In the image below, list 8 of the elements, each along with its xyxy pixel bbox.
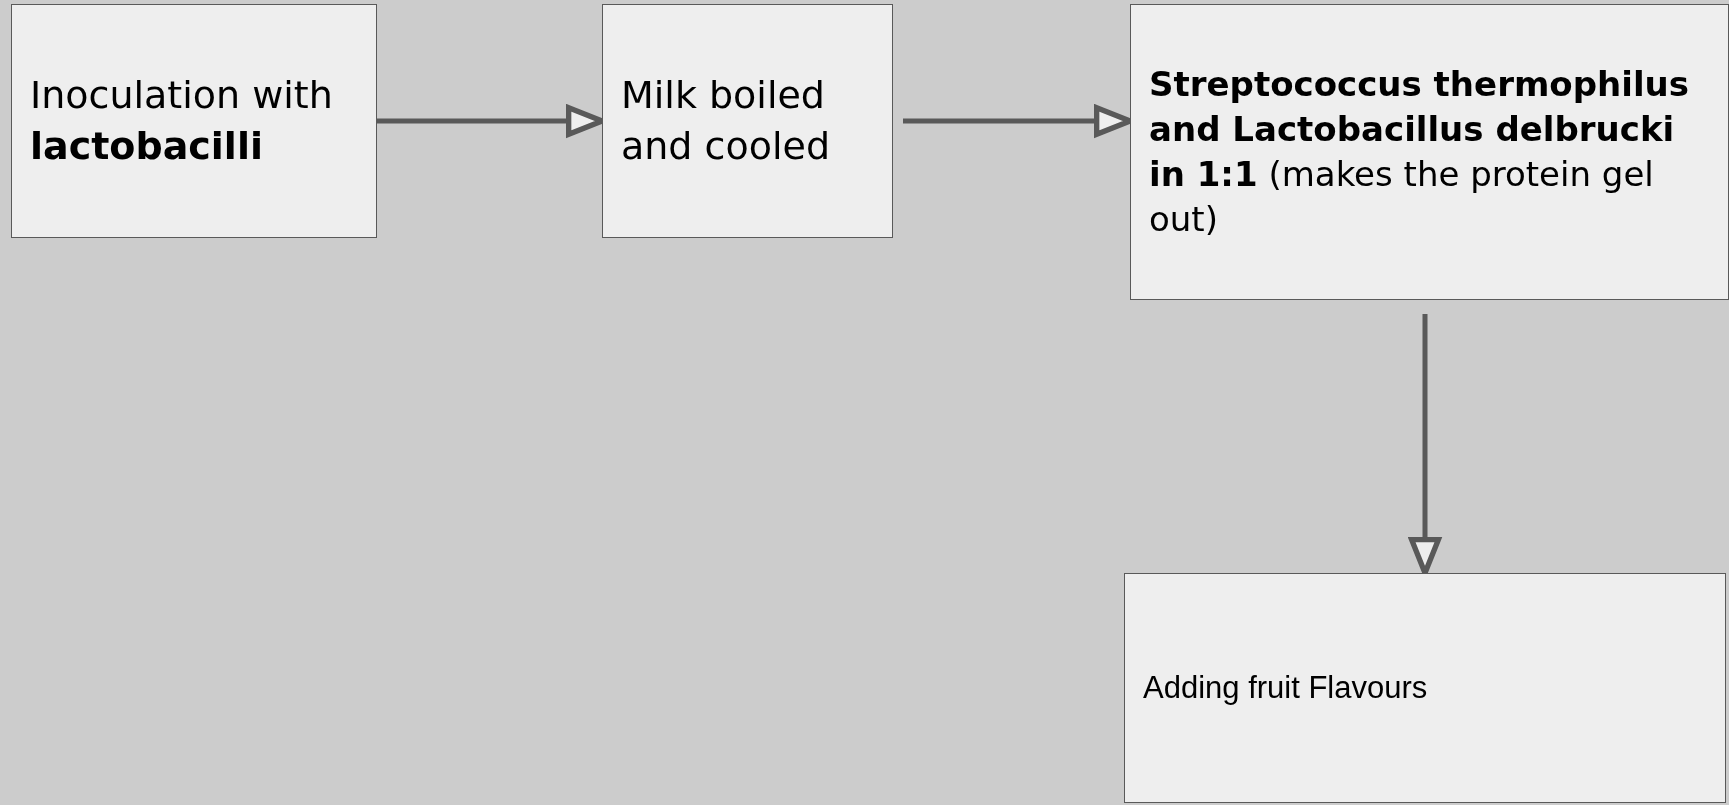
box-text: Inoculation with lactobacilli bbox=[30, 72, 334, 170]
process-box bbox=[11, 4, 377, 238]
box-text: Milk boiled and cooled bbox=[621, 72, 832, 170]
process-box bbox=[1124, 573, 1726, 803]
process-box bbox=[602, 4, 893, 238]
process-box bbox=[1130, 4, 1729, 300]
box-text: Adding fruit Flavours bbox=[1143, 669, 1428, 708]
box-text: Streptococcus thermophilus and Lactobacillus delbrucki in 1:1 (makes the protein gel out) bbox=[1149, 62, 1690, 242]
